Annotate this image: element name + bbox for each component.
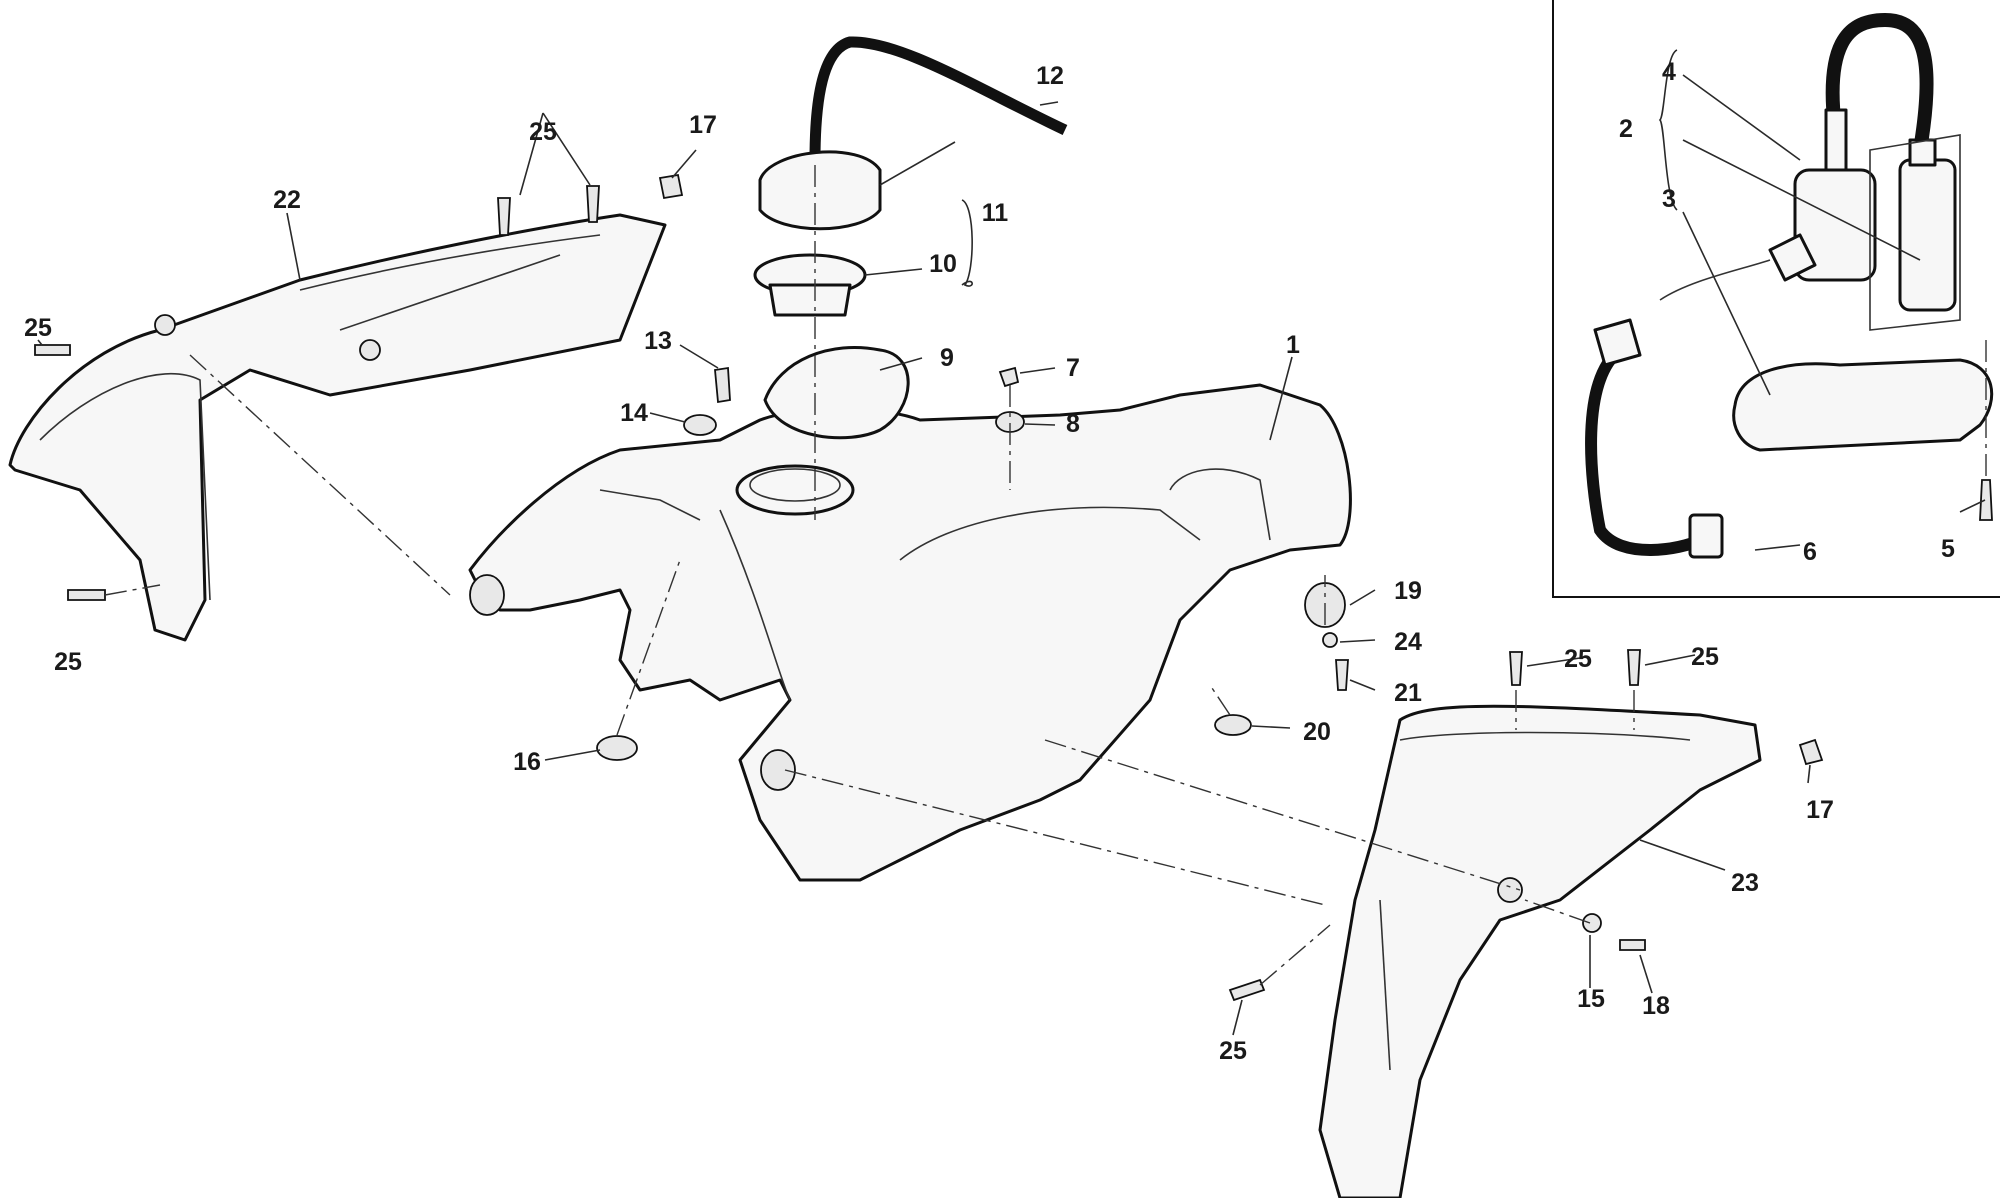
- fuel-tank: [468, 383, 1352, 882]
- clip-17a: [658, 173, 684, 200]
- callout-19: 19: [1394, 577, 1422, 605]
- rubber-20: [1214, 714, 1252, 736]
- vent-hose: [809, 36, 1068, 161]
- rubber-16: [596, 735, 638, 761]
- filler-cap: [758, 150, 882, 231]
- quick-connector: [1688, 513, 1724, 559]
- callout-10: 10: [929, 250, 957, 278]
- callout-8: 8: [1066, 410, 1080, 438]
- callout-25-far-left: 25: [24, 314, 52, 342]
- callout-25-right-b: 25: [1691, 643, 1719, 671]
- callout-6: 6: [1803, 538, 1817, 566]
- bolt-25b: [586, 185, 600, 223]
- callout-11: 11: [982, 199, 1009, 227]
- callout-23: 23: [1731, 869, 1759, 897]
- callout-3: 3: [1662, 185, 1676, 213]
- left-side-panel: [8, 213, 667, 642]
- callout-21: 21: [1394, 679, 1422, 707]
- fuel-line: [1585, 345, 1703, 556]
- pump-connector: [1768, 233, 1817, 282]
- callout-14: 14: [620, 399, 648, 427]
- spacer-15: [1582, 913, 1602, 933]
- callout-17-right: 17: [1806, 796, 1834, 824]
- callout-16: 16: [513, 748, 541, 776]
- leader-lines: [37, 101, 1811, 1036]
- callout-9: 9: [940, 344, 954, 372]
- bolt-25a: [497, 197, 511, 236]
- pump-hose: [1825, 12, 1934, 152]
- bolt-25d: [67, 589, 106, 601]
- callout-13: 13: [644, 327, 672, 355]
- washer-24: [1322, 632, 1338, 648]
- callout-25-bottom-left: 25: [54, 648, 82, 676]
- screw-7: [998, 366, 1020, 388]
- fuel-pump-body: [1793, 108, 1961, 331]
- callout-7: 7: [1066, 354, 1080, 382]
- filler-cap-assembly: [753, 36, 1068, 520]
- inset-frame: [1552, 0, 2000, 598]
- callout-24: 24: [1394, 628, 1422, 656]
- filler-cover: [763, 345, 910, 440]
- callout-22: 22: [273, 186, 301, 214]
- callout-4: 4: [1662, 58, 1676, 86]
- callout-25-bottom-right: 25: [1219, 1037, 1247, 1065]
- callout-15: 15: [1577, 985, 1605, 1013]
- callout-1: 1: [1286, 331, 1300, 359]
- screw-18: [1619, 939, 1646, 951]
- pump-flange: [1732, 358, 1994, 452]
- callout-20: 20: [1303, 718, 1331, 746]
- callouts: 1 2 3 4 5 6 7 8 9 10 11 12 13 14 15 16 1…: [24, 58, 1955, 1065]
- tank-filler-neck: [735, 464, 855, 516]
- bolt-25e: [1509, 651, 1523, 686]
- callout-25-top-left: 25: [529, 118, 557, 146]
- clip-17b: [1798, 738, 1824, 766]
- callout-5: 5: [1941, 535, 1955, 563]
- hardware: [34, 173, 1824, 1002]
- bolt-25c: [34, 344, 71, 356]
- callout-25-right-a: 25: [1564, 645, 1592, 673]
- cap-ring: [768, 283, 852, 317]
- callout-18: 18: [1642, 992, 1670, 1020]
- callout-2: 2: [1619, 115, 1633, 143]
- right-side-panel: [1318, 704, 1762, 1198]
- screw-5: [1979, 479, 1993, 521]
- bolt-25f: [1627, 649, 1641, 686]
- screw-21: [1335, 659, 1349, 691]
- bolt-25g: [1228, 978, 1266, 1002]
- screw-13: [714, 366, 731, 404]
- assembly-lines: [104, 354, 1635, 986]
- fuel-pump-inset: [1552, 0, 2000, 598]
- callout-12: 12: [1036, 62, 1064, 90]
- callout-17-left: 17: [689, 111, 717, 139]
- rubber-14: [683, 414, 717, 436]
